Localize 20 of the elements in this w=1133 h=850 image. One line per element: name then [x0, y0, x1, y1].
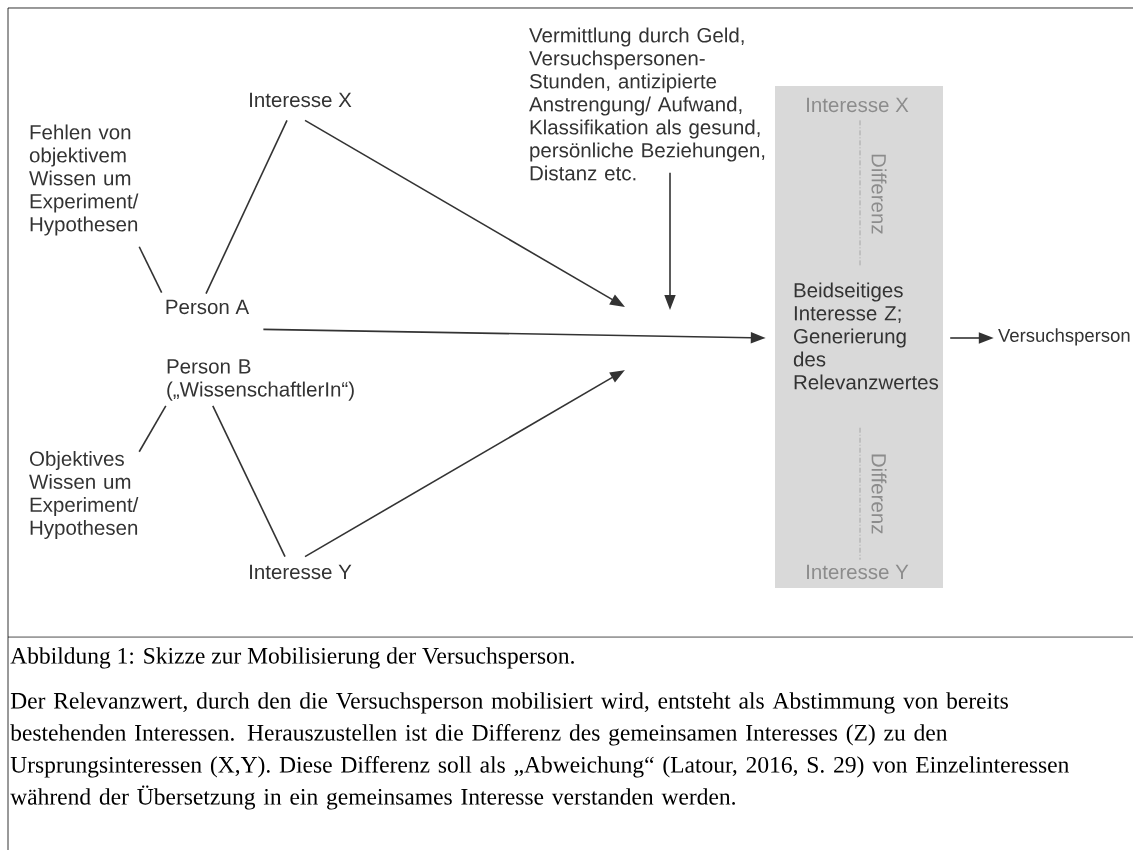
- node-text: Person B („WissenschaftlerIn“): [167, 359, 354, 401]
- node-text: Interesse Y: [807, 564, 909, 580]
- caption: Abbildung 1: Skizze zur Mobilisierung der Versuchsperson.: [10, 647, 574, 669]
- node-text: Versuchsperson: [998, 328, 1130, 346]
- node-text: Interesse Y: [250, 564, 352, 580]
- node-text: Vermittlung durch Geld, Versuchspersonen-Stunden, antizipierte Anstrengung/ Aufwand, Klassifikation als gesund, persönliche Beziehungen, Distanz etc.: [529, 27, 765, 181]
- node-text: Interesse X: [250, 92, 352, 108]
- line: [212, 405, 286, 558]
- line: [205, 119, 288, 295]
- line: [138, 245, 163, 294]
- edge-label: Differenz: [871, 454, 887, 534]
- node-text: Person A: [166, 299, 250, 315]
- node-text: Beidseitiges Interesse Z; Generierung des Relevanzwertes: [793, 282, 939, 390]
- band-background: [775, 86, 943, 588]
- node-text: Interesse X: [807, 97, 909, 113]
- edge-label: Differenz: [871, 154, 887, 234]
- node-text: Fehlen von objektivem Wissen um Experiment/ Hypothesen: [29, 124, 139, 236]
- paragraph: Der Relevanzwert, durch den die Versuchsperson mobilisiert wird, entsteht als Abstimmung von bereits bestehenden Interessen. Herauszustellen ist die Differenz des gemeinsamen Interesses (Z) zu den Ursprungsinteressen (X,Y). Diese Differenz soll als „Abweichung“ (Latour, 2016, S. 29) von Einzelinteressen während der Übersetzung in ein gemeinsames Interesse verstanden werden.: [10, 692, 1069, 810]
- node-text: Objektives Wissen um Experiment/ Hypothesen: [29, 450, 139, 540]
- line: [138, 405, 167, 453]
